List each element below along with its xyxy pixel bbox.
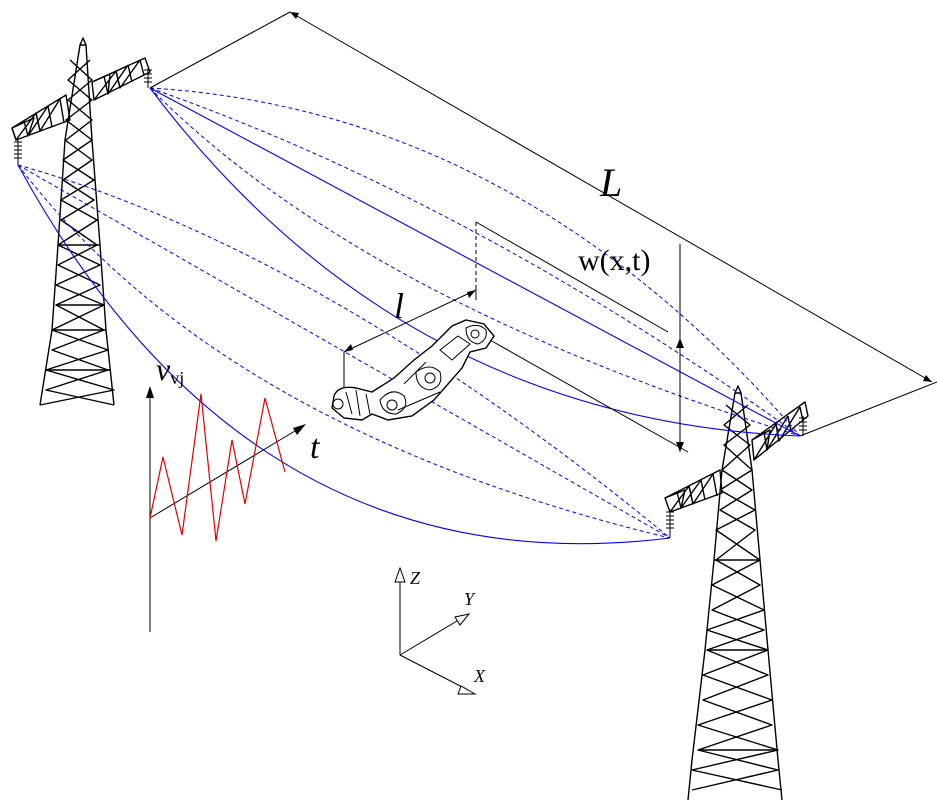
conductor-upper-displaced-3: [149, 87, 801, 437]
conductor-upper-displaced-1: [149, 87, 801, 437]
conductor-lower-displaced-2: [17, 164, 671, 539]
velocity-signal: [149, 393, 286, 542]
deflection-dimension: w(x,t): [475, 221, 689, 453]
conductor-upper-chord: [149, 87, 801, 437]
left-tower-insulator-low: [14, 140, 22, 165]
axis-y-label: Y: [464, 589, 476, 609]
velocity-label: vvj: [156, 351, 184, 388]
robot-length-label: l: [394, 286, 404, 326]
left-tower: [11, 37, 151, 406]
right-tower-insulator-low: [666, 510, 674, 538]
time-axis: [149, 427, 301, 519]
span-length-label: L: [599, 160, 622, 205]
span-length-dimension: L: [149, 11, 937, 437]
right-tower: [664, 385, 809, 801]
right-tower-insulator-high: [799, 416, 807, 436]
velocity-excitation-plot: vvj t: [146, 351, 321, 632]
inspection-robot: [331, 319, 495, 421]
conductor-lower-displaced-3: [17, 164, 671, 539]
time-label: t: [310, 429, 321, 466]
robot-length-dimension: l: [343, 285, 477, 388]
deflection-label: w(x,t): [578, 244, 650, 277]
conductor-lower-displaced-1: [17, 164, 671, 539]
axis-x-label: X: [473, 666, 486, 686]
coordinate-axes: Z Y X: [394, 566, 486, 695]
conductor-upper-displaced-2: [149, 87, 801, 437]
conductor-lower-sag: [17, 164, 671, 545]
axis-z-label: Z: [410, 568, 421, 588]
conductors: [17, 87, 801, 545]
left-tower-insulator-high: [144, 68, 152, 88]
